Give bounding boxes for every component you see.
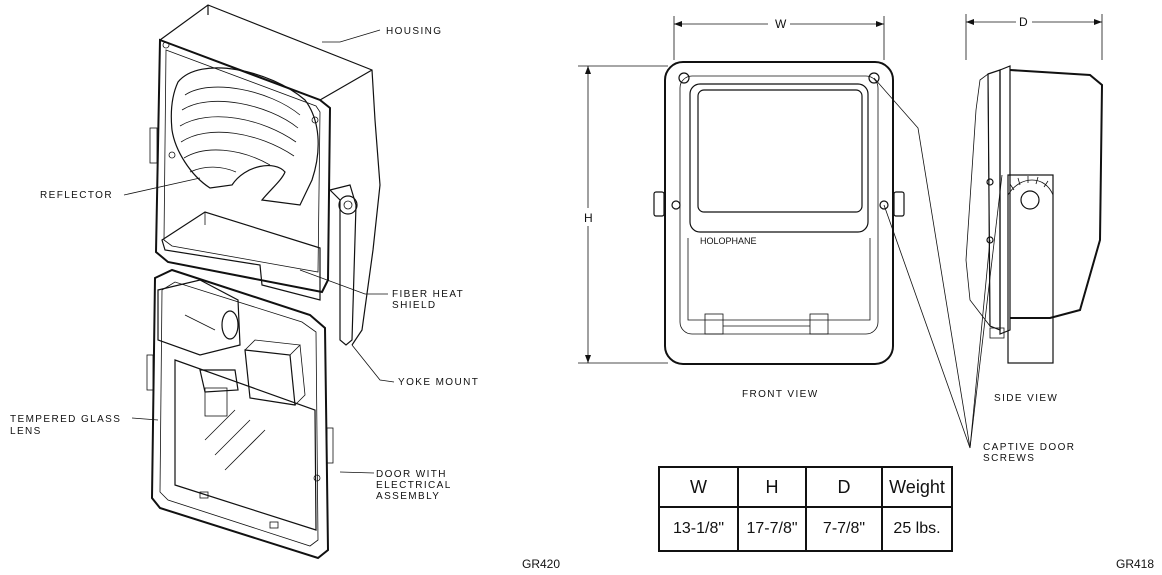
callout-leaders: [123, 29, 395, 474]
door-label-2: ELECTRICAL: [376, 480, 452, 491]
height-dimension-label: H: [584, 211, 593, 225]
width-dimension-label: W: [775, 17, 787, 31]
side-view: D: [965, 14, 1104, 364]
depth-dimension-label: D: [1019, 15, 1028, 29]
captive-screws-label-2: SCREWS: [983, 453, 1035, 464]
tempered-glass-label-2: LENS: [10, 426, 42, 437]
fiber-heat-shield: [161, 211, 321, 301]
spec-value-weight: 25 lbs.: [881, 506, 953, 552]
spec-table: W H D Weight 13-1/8" 17-7/8" 7-7/8" 25 l…: [658, 466, 953, 552]
front-view: W H HOLOPHANE: [578, 16, 905, 365]
spec-value-h: 17-7/8": [737, 506, 807, 552]
spec-header-h: H: [737, 466, 807, 508]
tempered-glass-label: TEMPERED GLASS: [10, 414, 121, 425]
spec-table-header-row: W H D Weight: [658, 466, 953, 508]
yoke-mount: [328, 184, 358, 346]
spec-value-d: 7-7/8": [805, 506, 883, 552]
spec-header-d: D: [805, 466, 883, 508]
figure-code-left: GR420: [522, 557, 560, 571]
brand-logo-text: HOLOPHANE: [700, 236, 757, 246]
spec-table-value-row: 13-1/8" 17-7/8" 7-7/8" 25 lbs.: [658, 506, 953, 552]
exploded-fixture-illustration: [146, 4, 381, 560]
reflector: [170, 67, 319, 206]
reflector-label: REFLECTOR: [40, 190, 113, 201]
captive-screws-leaders: [873, 77, 1003, 449]
side-view-label: SIDE VIEW: [994, 393, 1058, 404]
spec-header-w: W: [658, 466, 739, 508]
spec-header-weight: Weight: [881, 466, 953, 508]
captive-screws-label: CAPTIVE DOOR: [983, 442, 1075, 453]
yoke-mount-label: YOKE MOUNT: [398, 377, 479, 388]
door-label-3: ASSEMBLY: [376, 491, 440, 502]
door-label: DOOR WITH: [376, 469, 447, 480]
callout-labels: HOUSING REFLECTOR FIBER HEAT SHIELD YOKE…: [10, 26, 479, 502]
figure-code-right: GR418: [1116, 557, 1154, 571]
door-with-electrical-assembly: [146, 268, 334, 560]
fiber-heat-shield-label: FIBER HEAT: [392, 289, 464, 300]
fiber-heat-shield-label-2: SHIELD: [392, 300, 437, 311]
tempered-glass-lens: [174, 359, 317, 531]
housing-label: HOUSING: [386, 26, 442, 37]
spec-value-w: 13-1/8": [658, 506, 739, 552]
front-view-label: FRONT VIEW: [742, 389, 819, 400]
